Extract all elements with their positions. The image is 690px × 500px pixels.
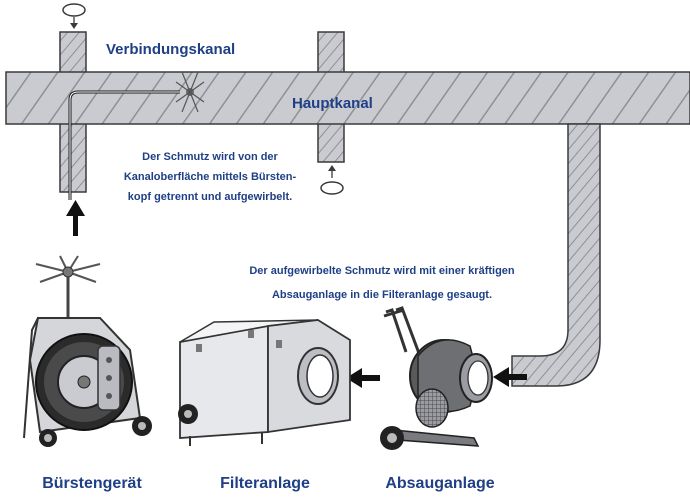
- brush-note-line: kopf getrennt und aufgewirbelt.: [128, 191, 292, 203]
- brush-cable: [68, 90, 180, 200]
- main-duct: [5, 71, 690, 125]
- suction-note-line: Absauganlage in die Filteranlage gesaugt…: [272, 289, 492, 301]
- connection-duct-label: Verbindungskanal: [106, 41, 235, 58]
- duct-cap-bottom-icon: [320, 165, 344, 195]
- duct-cap-top-icon: [62, 3, 86, 29]
- brush-machine-head-icon: [35, 255, 101, 283]
- filter-unit: [178, 319, 351, 446]
- main-duct-label: Hauptkanal: [292, 95, 373, 112]
- suction-unit: [380, 306, 493, 450]
- arrow-up-icon: [66, 200, 85, 236]
- suction-note: Der aufgewirbelte Schmutz wird mit einer…: [249, 265, 515, 301]
- arrow-left-filter-icon: [346, 368, 380, 388]
- connection-duct-left: [59, 31, 87, 193]
- flex-pipe: [511, 123, 601, 387]
- brush-head-icon: [175, 71, 205, 113]
- filter-unit-label: Filteranlage: [220, 475, 310, 492]
- brush-note-line: Kanaloberfläche mittels Bürsten-: [124, 171, 297, 183]
- brush-machine-label: Bürstengerät: [42, 475, 142, 492]
- connection-duct-middle: [317, 31, 345, 163]
- brush-machine: [23, 255, 152, 447]
- arrow-left-suction-icon: [493, 367, 527, 387]
- suction-note-line: Der aufgewirbelte Schmutz wird mit einer…: [249, 265, 515, 277]
- suction-unit-label: Absauganlage: [385, 475, 494, 492]
- brush-note: Der Schmutz wird von der Kanaloberfläche…: [124, 151, 297, 203]
- brush-note-line: Der Schmutz wird von der: [142, 151, 278, 163]
